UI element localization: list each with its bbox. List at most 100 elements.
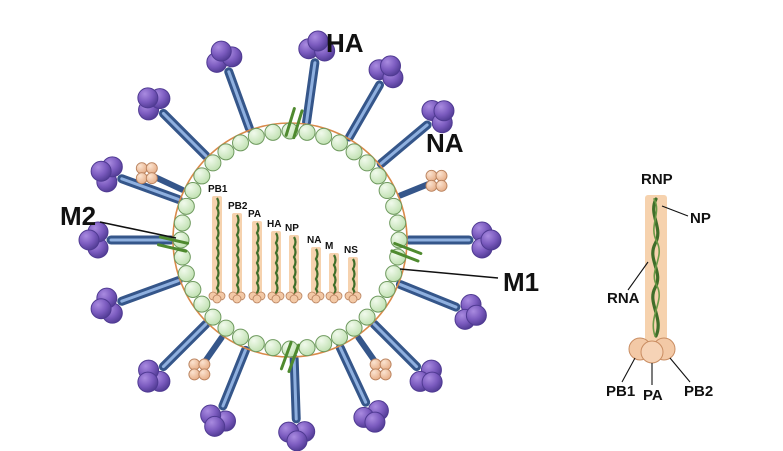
segment-polymerase: [252, 294, 262, 304]
m2-subunit: [393, 241, 423, 256]
na-head-lobe: [435, 169, 448, 182]
segment-label-pa: PA: [248, 209, 261, 220]
m2-subunit: [284, 107, 296, 137]
segment-rna: [215, 197, 220, 296]
rnp-rna-leader: [627, 261, 649, 291]
na-stem: [201, 334, 225, 366]
ha-head-lobe: [286, 430, 308, 451]
segment-rna: [351, 258, 356, 296]
segment-polymerase: [271, 294, 281, 304]
ha-stem-highlight: [338, 346, 368, 404]
ha-spike: [137, 87, 211, 161]
ha-head-lobe: [465, 304, 487, 326]
segment-label-ha: HA: [267, 219, 281, 230]
segment-label-pb2: PB2: [228, 201, 248, 212]
na-head-lobe: [135, 172, 148, 185]
ha-head-lobe: [90, 160, 112, 182]
m1-bead: [204, 308, 222, 326]
m2-subunit: [157, 243, 188, 253]
m1-bead: [298, 339, 316, 357]
ha-spike: [335, 343, 389, 433]
m1-bead: [345, 143, 363, 161]
m1-bead: [385, 197, 403, 215]
m1-bead: [330, 134, 348, 152]
m1-bead: [177, 265, 195, 283]
ha-head-lobe: [480, 229, 502, 251]
segment-label-na: NA: [307, 235, 321, 246]
m1-bead: [345, 319, 363, 337]
na-head-lobe: [188, 358, 201, 371]
m2-subunit: [158, 235, 190, 245]
rnp-segment-m: M: [325, 241, 343, 304]
m1-bead: [358, 308, 376, 326]
ha-stem-highlight: [120, 177, 180, 201]
ha-stem-highlight: [305, 61, 317, 124]
m1-bead: [184, 182, 202, 200]
rnp-pb2-label: PB2: [684, 383, 713, 400]
na-head-lobe: [379, 358, 392, 371]
ha-spike: [90, 276, 183, 324]
na-head-lobe: [135, 162, 148, 175]
na-spike: [355, 334, 392, 381]
m1-bead: [330, 328, 348, 346]
rnp-rna-label: RNA: [607, 290, 640, 307]
m1-bead: [193, 295, 211, 313]
segment-rna: [274, 232, 279, 297]
ha-spike: [369, 319, 443, 393]
m2-channel: [279, 340, 301, 374]
m1-bead: [232, 328, 250, 346]
ha-head-lobe: [137, 371, 159, 393]
ha-stem-highlight: [120, 279, 180, 303]
ha-spike: [376, 99, 455, 169]
ha-spike: [78, 221, 176, 259]
ha-stem-highlight: [161, 111, 208, 158]
na-head-lobe: [188, 368, 201, 381]
m1-bead: [247, 335, 265, 353]
m2-subunit: [287, 343, 301, 374]
m1-bead: [193, 167, 211, 185]
rnp-pb2-leader: [669, 357, 691, 383]
na-head-lobe: [145, 172, 158, 185]
segment-rna: [314, 248, 319, 296]
ha-head-lobe: [421, 371, 443, 393]
surface-glycoproteins: [78, 30, 502, 451]
m2-subunit: [390, 249, 420, 263]
m1-bead: [232, 134, 250, 152]
m1-bead: [217, 319, 235, 337]
ha-spike: [90, 156, 183, 204]
segment-polymerase: [311, 294, 321, 304]
rnp-detail: RNP NP RNA PB1 PA PB2: [606, 171, 713, 404]
segment-polymerase: [289, 294, 299, 304]
ha-spike: [395, 280, 487, 330]
ha-head-lobe: [204, 415, 226, 437]
segment-polymerase: [232, 294, 242, 304]
m1-bead: [369, 295, 387, 313]
rnp-segment-na: NA: [307, 235, 325, 304]
ha-spike: [200, 345, 250, 437]
na-head-lobe: [145, 162, 158, 175]
m2-channel: [390, 241, 423, 263]
rnp-title: RNP: [641, 171, 673, 188]
segment-label-pb1: PB1: [208, 184, 228, 195]
ha-head-lobe: [380, 55, 401, 77]
rnp-segment-pb2: PB2: [228, 201, 248, 304]
rnp-pb1-leader: [621, 357, 636, 383]
rnp-segment-np: NP: [285, 223, 303, 304]
rnp-segment-ha: HA: [267, 219, 285, 304]
ha-head-lobe: [78, 229, 100, 251]
rnp-segment-pa: PA: [248, 209, 266, 304]
segment-label-np: NP: [285, 223, 299, 234]
m1-bead: [389, 214, 407, 232]
label-na: NA: [426, 128, 464, 158]
segment-rna: [255, 222, 260, 297]
segment-rna: [332, 254, 337, 295]
na-stem: [397, 181, 432, 199]
segment-polymerase: [348, 294, 358, 304]
rnp-pa-label: PA: [643, 387, 663, 404]
m1-bead: [173, 214, 191, 232]
ha-head-lobe: [210, 40, 232, 62]
m1-bead: [204, 154, 222, 172]
na-spike: [135, 162, 186, 193]
segment-label-ns: NS: [344, 245, 358, 256]
